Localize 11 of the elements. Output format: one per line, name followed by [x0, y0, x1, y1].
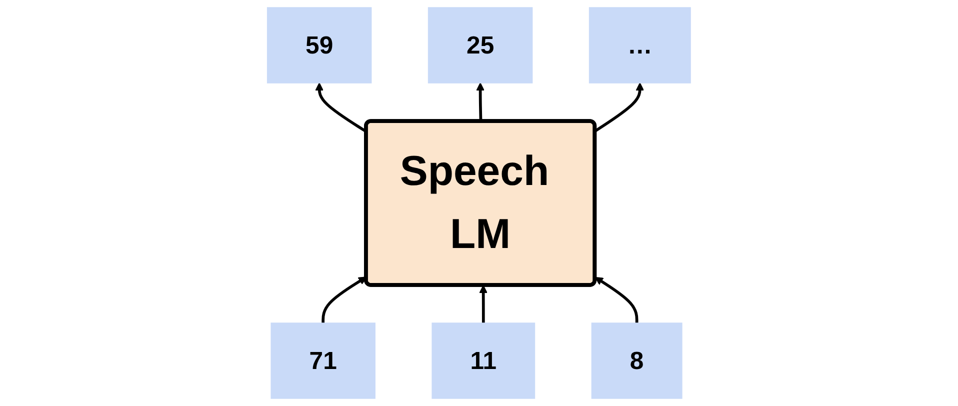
arrow [594, 276, 638, 324]
node-box: 71 [270, 322, 376, 399]
node-box: 25 [428, 7, 533, 84]
arrow [476, 82, 485, 122]
arrow [479, 285, 488, 324]
node-box: 8 [591, 322, 682, 399]
arrow [594, 82, 644, 132]
node-box: 11 [432, 322, 536, 399]
node-box: … [589, 7, 691, 84]
node-box: 59 [267, 7, 372, 84]
arrow [322, 276, 367, 324]
